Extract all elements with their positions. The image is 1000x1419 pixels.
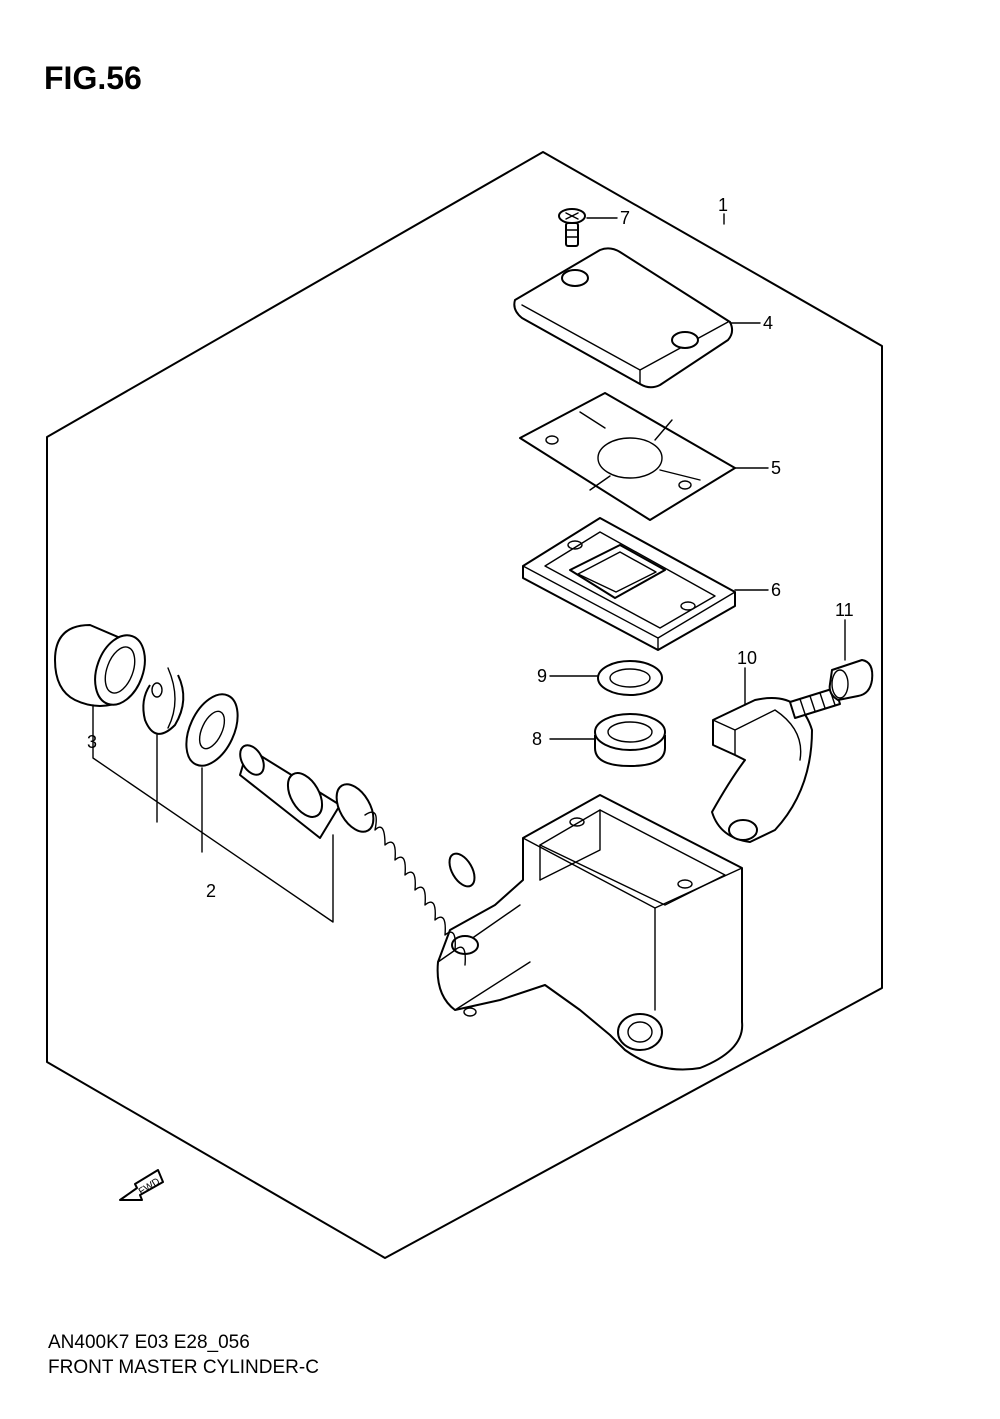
part-washer <box>185 693 239 767</box>
callout-5: 5 <box>771 458 781 478</box>
callout-11: 11 <box>835 600 854 620</box>
part-piston <box>239 744 375 839</box>
part-dust-boot <box>54 624 146 707</box>
part-master-cylinder-body <box>436 794 744 1071</box>
part-circlip <box>142 667 185 735</box>
assembly-name: FRONT MASTER CYLINDER-C <box>48 1357 319 1378</box>
part-screw <box>558 208 586 247</box>
forward-direction-arrow: FWD <box>119 1169 164 1201</box>
callout-6: 6 <box>771 580 781 600</box>
callout-9: 9 <box>537 666 547 686</box>
part-spring <box>364 811 476 966</box>
callout-4: 4 <box>763 313 773 333</box>
callout-7: 7 <box>620 208 630 228</box>
part-o-ring <box>597 660 663 696</box>
callout-1: 1 <box>718 195 728 215</box>
group-bracket-2 <box>92 704 334 923</box>
part-handlebar-clamp <box>711 697 813 843</box>
callout-3: 3 <box>87 732 97 752</box>
part-bushing <box>594 713 666 767</box>
callout-10: 10 <box>737 648 757 668</box>
part-diaphragm <box>519 392 736 521</box>
callout-8: 8 <box>532 729 542 749</box>
figure-title: FIG.56 <box>44 60 142 96</box>
part-clamp-bolt <box>789 659 874 719</box>
callout-2: 2 <box>206 881 216 901</box>
assembly-boundary <box>46 151 883 1259</box>
part-diaphragm-plate <box>522 517 736 651</box>
leader-lines <box>549 213 846 740</box>
model-code: AN400K7 E03 E28_056 <box>48 1332 250 1353</box>
part-reservoir-cap <box>513 247 734 389</box>
